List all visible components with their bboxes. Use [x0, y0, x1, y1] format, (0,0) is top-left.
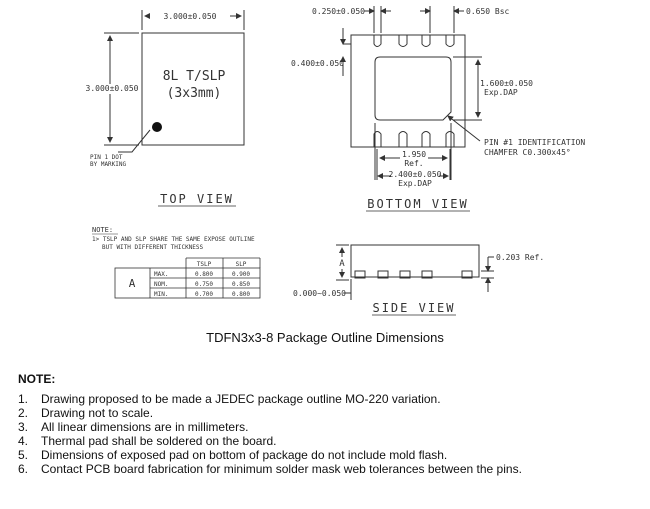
table-row-nom-slp: 0.850	[232, 281, 250, 288]
note-number: 4.	[18, 434, 29, 448]
note-text: Drawing not to scale.	[41, 406, 154, 420]
note-text: Thermal pad shall be soldered on the boa…	[41, 434, 277, 448]
lead-width-dim: 0.250±0.050	[312, 7, 365, 16]
note-number: 3.	[18, 420, 29, 434]
note-text: Drawing proposed to be made a JEDEC pack…	[41, 392, 441, 406]
table-row-min-slp: 0.800	[232, 291, 250, 298]
pin1-dot	[152, 122, 162, 132]
note-item: 1. Drawing proposed to be made a JEDEC p…	[18, 392, 522, 406]
note-number: 2.	[18, 406, 29, 420]
standoff-dim: 0.000~0.050	[293, 289, 346, 298]
table-col-tslp: TSLP	[197, 261, 212, 268]
table-row-max-slp: 0.900	[232, 271, 250, 278]
marking-line2: (3x3mm)	[167, 86, 222, 101]
marking-line1: 8L T/SLP	[163, 69, 226, 84]
exposed-dap	[374, 56, 452, 121]
ref-dim: 1.950	[402, 150, 426, 159]
table-row-max-tslp: 0.800	[195, 271, 213, 278]
note-item: 5. Dimensions of exposed pad on bottom o…	[18, 448, 522, 462]
note-item: 3. All linear dimensions are in millimet…	[18, 420, 522, 434]
package-outline-drawing: 3.000±0.050 3.000±0.050 8L T/SLP (3x3mm)…	[86, 6, 585, 316]
dimension-table	[114, 257, 261, 299]
top-view-body	[141, 32, 245, 146]
table-symbol: A	[129, 277, 136, 290]
side-view-label: SIDE VIEW	[372, 301, 455, 315]
table-row-min-label: MIN.	[154, 291, 168, 298]
top-view-label: TOP VIEW	[160, 192, 234, 206]
table-row-nom-label: NOM.	[154, 281, 168, 288]
pin1-label-line2: BY MARKING	[90, 161, 127, 168]
bottom-view-label: BOTTOM VIEW	[367, 197, 468, 211]
drawing-note-line1: 1> TSLP AND SLP SHARE THE SAME EXPOSE OU…	[92, 236, 255, 243]
pin1-label-line1: PIN 1 DOT	[90, 154, 123, 161]
lead-length-dim: 0.400±0.050	[291, 59, 344, 68]
exp-dap-height-dim: 1.600±0.050	[480, 79, 533, 88]
note-number: 5.	[18, 448, 29, 462]
top-width-dim: 3.000±0.050	[164, 12, 217, 21]
exp-dap-width-label: Exp.DAP	[398, 179, 432, 188]
note-item: 6. Contact PCB board fabrication for min…	[18, 462, 522, 476]
drawing-note-title: NOTE:	[92, 226, 113, 234]
side-view-body	[350, 244, 480, 278]
note-number: 6.	[18, 462, 29, 476]
note-text: Dimensions of exposed pad on bottom of p…	[41, 448, 448, 462]
side-height-label: A	[339, 259, 345, 269]
note-item: 4. Thermal pad shall be soldered on the …	[18, 434, 522, 448]
table-row-max-label: MAX.	[154, 271, 168, 278]
notes-title: NOTE:	[18, 372, 56, 386]
pitch-dim: 0.650 Bsc	[466, 7, 510, 16]
table-col-slp: SLP	[236, 261, 247, 268]
drawing-note-line2: BUT WITH DIFFERENT THICKNESS	[102, 244, 204, 251]
ref-label: Ref.	[404, 159, 423, 168]
table-row-min-tslp: 0.700	[195, 291, 213, 298]
note-item: 2. Drawing not to scale.	[18, 406, 522, 420]
note-text: Contact PCB board fabrication for minimu…	[41, 462, 522, 476]
exp-dap-height-label: Exp.DAP	[484, 88, 518, 97]
pin1-id-line2: CHAMFER C0.300x45°	[484, 148, 571, 157]
thickness-dim: 0.203 Ref.	[496, 253, 544, 262]
exp-dap-width-dim: 2.400±0.050	[389, 170, 442, 179]
note-text: All linear dimensions are in millimeters…	[41, 420, 249, 434]
pin1-id-line1: PIN #1 IDENTIFICATION	[484, 138, 585, 147]
notes-section: NOTE: 1. Drawing proposed to be made a J…	[18, 372, 522, 476]
side-view	[336, 244, 494, 300]
top-height-dim: 3.000±0.050	[86, 84, 139, 93]
note-number: 1.	[18, 392, 29, 406]
table-row-nom-tslp: 0.750	[195, 281, 213, 288]
figure-caption: TDFN3x3-8 Package Outline Dimensions	[206, 330, 444, 345]
bottom-view-body	[350, 34, 466, 148]
